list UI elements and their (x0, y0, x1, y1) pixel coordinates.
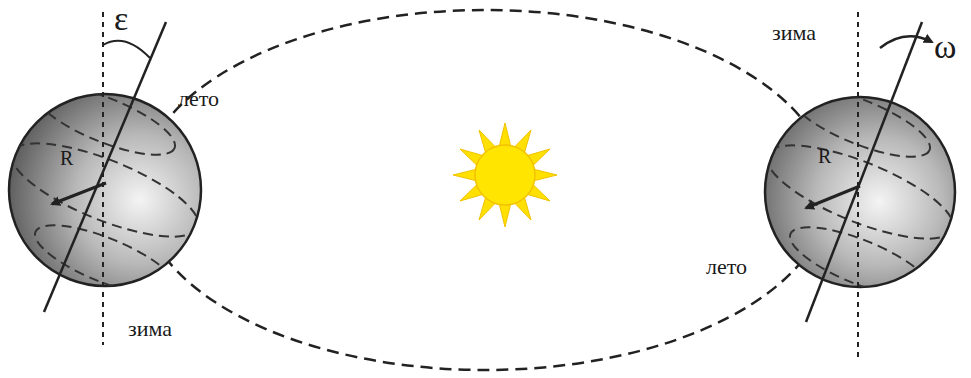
sun-ray (453, 169, 478, 181)
season-label: зима (128, 318, 172, 340)
season-label: лето (706, 256, 747, 278)
sun-ray (499, 202, 511, 227)
season-label: лето (178, 88, 219, 110)
radius-label: R (60, 148, 73, 168)
sun (453, 123, 557, 227)
season-label: зима (772, 22, 816, 44)
sun-ray (499, 123, 511, 148)
earth-right (756, 12, 964, 360)
orbit (140, 10, 830, 370)
sun-ray (532, 169, 557, 181)
earth-left (1, 12, 209, 345)
angular-velocity-symbol: ω (934, 30, 956, 64)
angle-symbol: ε (114, 2, 128, 36)
radius-label: R (818, 146, 831, 166)
